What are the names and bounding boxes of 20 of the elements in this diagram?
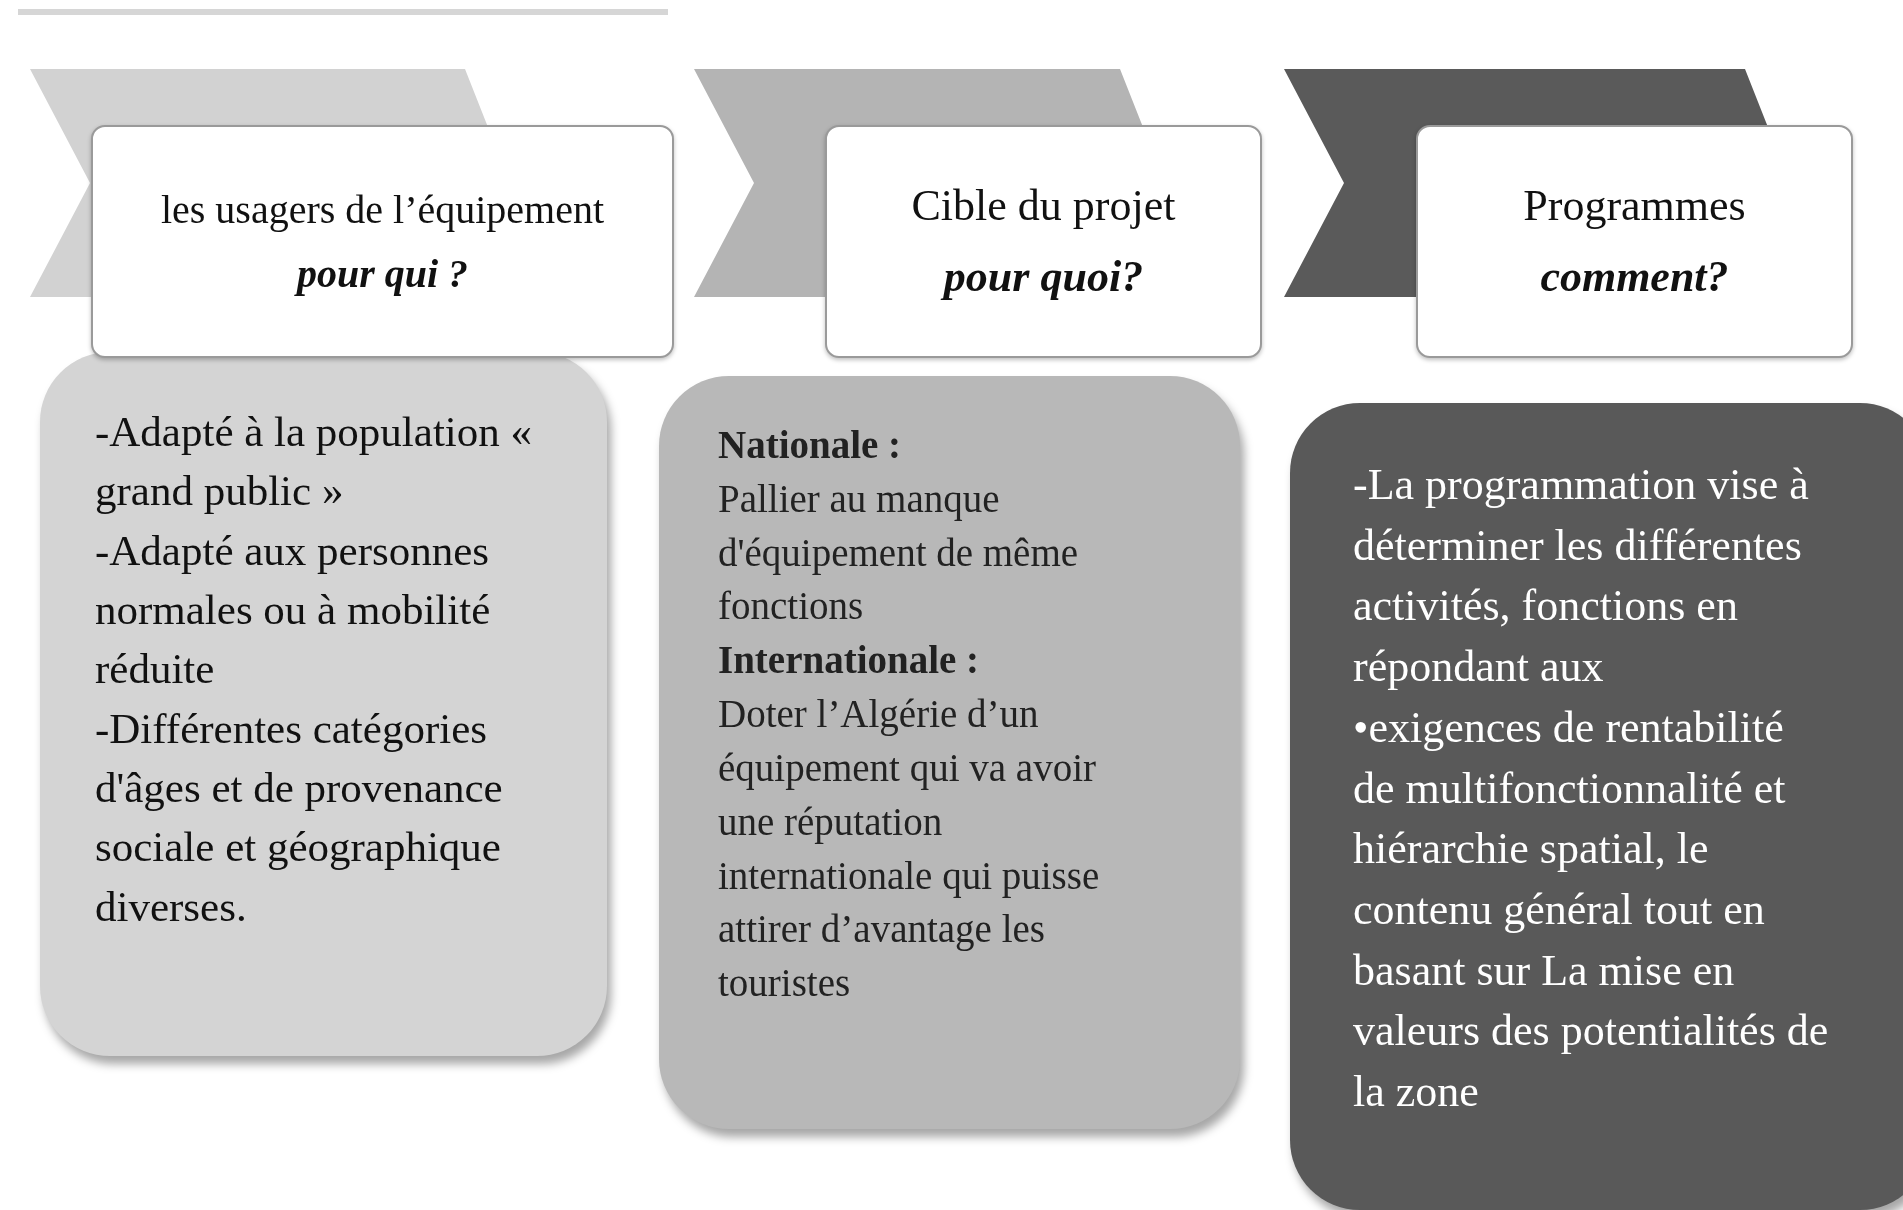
body-text: Doter l’Algérie d’un équipement qui va avoir une réputation internationale qui puisse attirer d’avantage les touristes [718, 691, 1101, 1007]
section-heading: Nationale : [718, 422, 903, 468]
content-panel [40, 352, 607, 1056]
content-panel [1290, 403, 1903, 1210]
header-box [91, 125, 674, 358]
heading-text: Programmes [1523, 180, 1746, 233]
header-box [1416, 125, 1853, 358]
header-box [825, 125, 1262, 358]
body-text: •exigences de rentabilité de multifonctionnalité et hiérarchie spatial, le contenu général tout en basant sur La mise en valeurs des potentialités de la zone [1353, 701, 1830, 1119]
heading-text: Cible du projet [911, 180, 1176, 233]
question-text: comment? [1540, 250, 1729, 303]
body-text: Pallier au manque d'équipement de même fonctions [718, 475, 1080, 630]
body-text: -Adapté à la population « grand public » [95, 407, 534, 517]
section-heading: Internationale : [718, 637, 981, 684]
body-text: -La programmation vise à déterminer les différentes activités, fonctions en répondant aux [1353, 459, 1810, 694]
body-text: -Adapté aux personnes normales ou à mobilité réduite [95, 525, 492, 695]
body-text: -Différentes catégories d'âges et de provenance sociale et géographique diverses. [95, 703, 504, 932]
question-text: pour qui ? [296, 249, 469, 298]
heading-text: les usagers de l’équipement [160, 185, 605, 234]
content-panel [659, 376, 1240, 1129]
